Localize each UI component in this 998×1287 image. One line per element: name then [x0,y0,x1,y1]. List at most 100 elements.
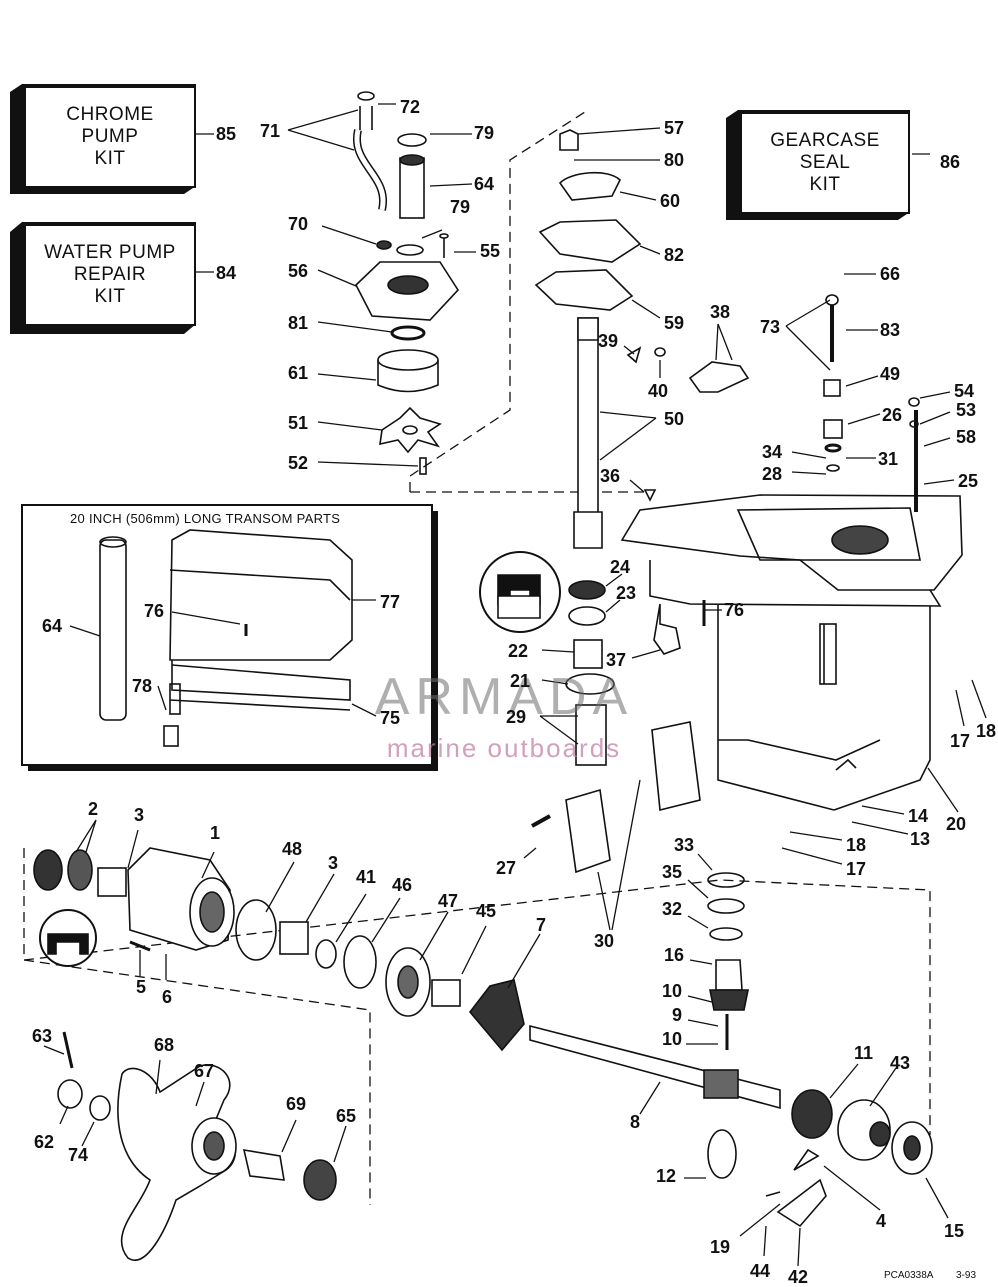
inset-title: 20 INCH (506mm) LONG TRANSOM PARTS [70,511,341,526]
callout-23: 23 [616,583,637,603]
gearcase-seal-kit-box: GEARCASE SEAL KIT [740,112,910,214]
callout-69: 69 [286,1094,307,1114]
callout-82: 82 [664,245,685,265]
chrome-pump-kit-label: CHROME PUMP KIT [66,104,154,169]
pump-dashed-guide [409,111,650,493]
driveshaft-assembly [534,129,750,549]
callout-81: 81 [288,313,309,333]
callout-18b: 18 [846,835,867,855]
callout-59: 59 [664,313,685,333]
callout-52: 52 [288,453,309,473]
callout-4: 4 [876,1211,887,1231]
callout-5: 5 [136,977,147,997]
callout-58: 58 [956,427,977,447]
callout-21: 21 [510,671,531,691]
callout-73: 73 [760,317,781,337]
callout-14: 14 [908,806,929,826]
callout-38: 38 [710,302,731,322]
leader-lines [43,103,987,1267]
callout-1: 1 [210,823,221,843]
callout-48: 48 [282,839,303,859]
prop-shaft-housing [23,847,931,1205]
callout-64b: 64 [42,616,63,636]
callout-2: 2 [88,799,99,819]
callout-17a: 17 [950,731,971,751]
callout-79b: 79 [450,197,471,217]
bearing-stack [479,551,706,874]
callout-24: 24 [610,557,631,577]
callout-37: 37 [606,650,627,670]
callout-79a: 79 [474,123,495,143]
kit-number-84: 84 [216,263,237,283]
callout-28: 28 [762,464,783,484]
callout-3a: 3 [134,805,145,825]
callout-68: 68 [154,1035,175,1055]
kit-number-86: 86 [940,152,961,172]
callout-70: 70 [288,214,309,234]
callout-31: 31 [878,449,899,469]
callout-83: 83 [880,320,901,340]
water-pump-assembly [352,91,460,475]
callout-41: 41 [356,867,377,887]
callout-76a: 76 [724,600,745,620]
callout-15: 15 [944,1221,965,1241]
callout-26: 26 [882,405,903,425]
callout-12: 12 [656,1166,677,1186]
callout-16: 16 [664,945,685,965]
callout-44: 44 [750,1261,771,1281]
water-pump-repair-kit-label: WATER PUMP REPAIR KIT [44,242,176,307]
callout-72: 72 [400,97,421,117]
callout-66: 66 [880,264,901,284]
callout-25: 25 [958,471,979,491]
callout-51: 51 [288,413,309,433]
callout-32: 32 [662,899,683,919]
callout-10b: 10 [662,1029,683,1049]
callout-17b: 17 [846,859,867,879]
pinion-shift-parts [707,872,749,1050]
callout-42: 42 [788,1267,809,1287]
callout-65: 65 [336,1106,357,1126]
callout-34: 34 [762,442,783,462]
callout-10a: 10 [662,981,683,1001]
drawing-date: 3-93 [956,1270,977,1281]
gearcase-seal-kit-label: GEARCASE SEAL KIT [770,130,880,195]
callout-71: 71 [260,121,281,141]
callout-62: 62 [34,1132,55,1152]
propeller-group [57,1024,933,1261]
callout-45: 45 [476,901,497,921]
callout-53: 53 [956,400,977,420]
callout-63: 63 [32,1026,53,1046]
callout-47: 47 [438,891,459,911]
callout-6: 6 [162,987,173,1007]
watermark-tagline: marine outboards [386,733,622,763]
callout-67: 67 [194,1061,215,1081]
callout-56: 56 [288,261,309,281]
callout-33: 33 [674,835,695,855]
callout-74: 74 [68,1145,89,1165]
callout-36: 36 [600,466,621,486]
callout-49: 49 [880,364,901,384]
watermark-brand: ARMADA [374,668,634,726]
callout-55: 55 [480,241,501,261]
callout-35: 35 [662,862,683,882]
callout-30: 30 [594,931,615,951]
callout-18a: 18 [976,721,997,741]
callout-60: 60 [660,191,681,211]
callout-7: 7 [536,915,547,935]
callout-54: 54 [954,381,975,401]
water-pump-repair-kit-box: WATER PUMP REPAIR KIT [24,224,196,326]
callout-39: 39 [598,331,619,351]
callout-20: 20 [946,814,967,834]
callout-61: 61 [288,363,309,383]
chrome-pump-kit-box: CHROME PUMP KIT [24,86,196,188]
callout-27: 27 [496,858,517,878]
kit-number-85: 85 [216,124,237,144]
gearcase-housing [620,294,963,811]
callout-29: 29 [506,707,527,727]
callout-57: 57 [664,118,685,138]
callout-77: 77 [380,592,401,612]
callout-43: 43 [890,1053,911,1073]
callout-75: 75 [380,708,401,728]
callout-8: 8 [630,1112,641,1132]
